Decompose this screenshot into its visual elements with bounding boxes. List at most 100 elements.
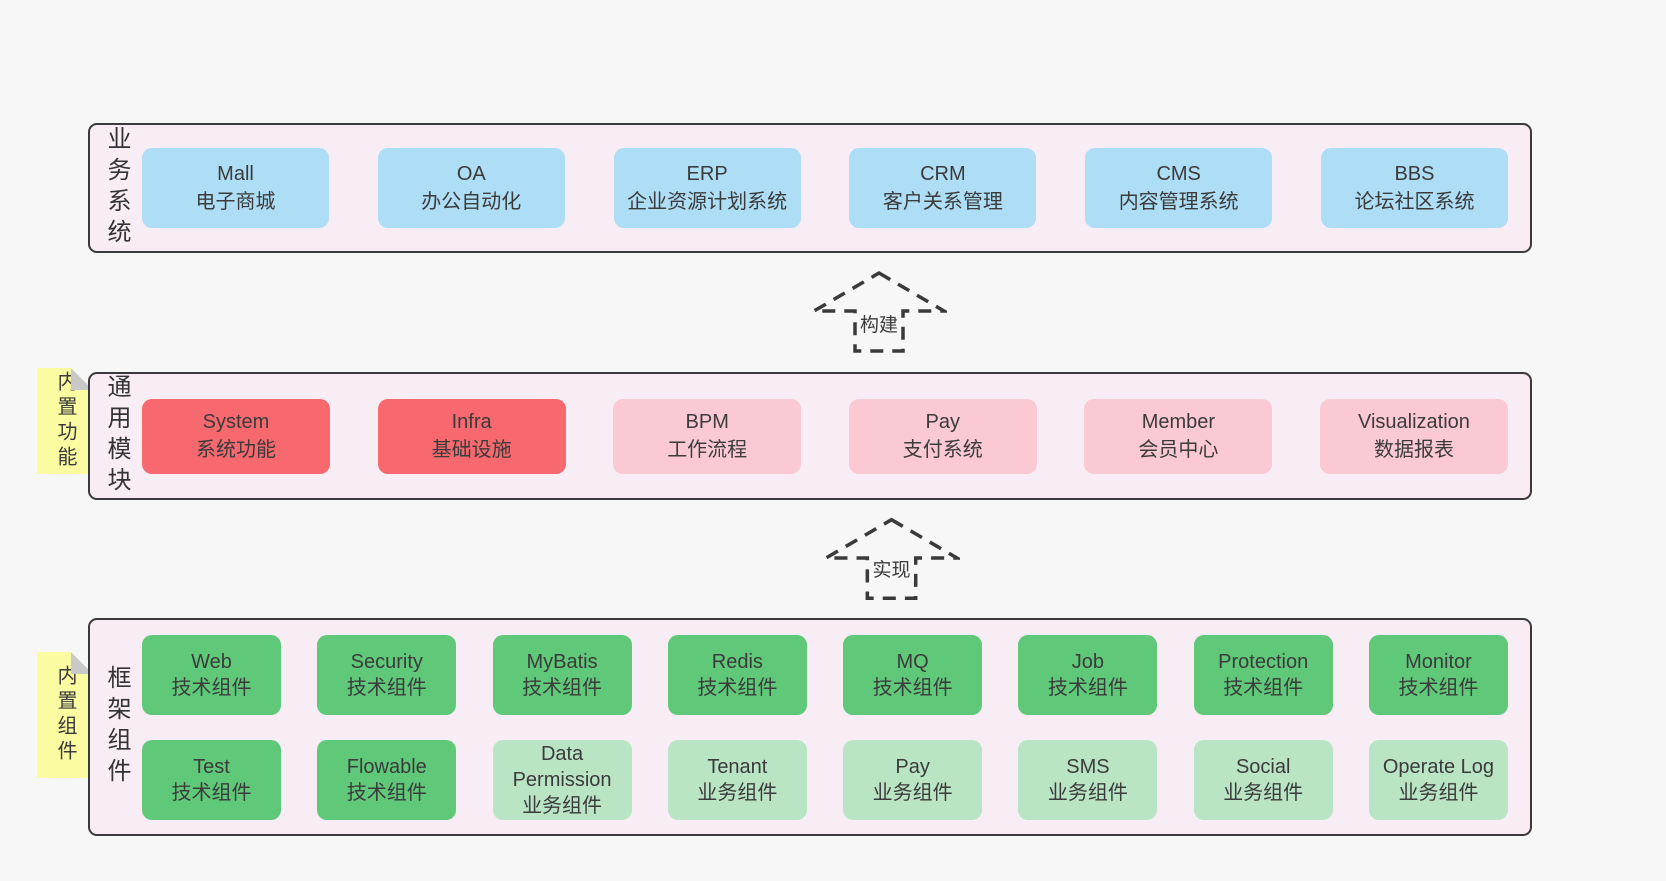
system-box-mall: Mall 电子商城 — [142, 148, 329, 228]
implement-arrow-label: 实现 — [869, 555, 914, 582]
system-box-cms: CMS 内容管理系统 — [1085, 148, 1273, 228]
box-subtitle: 业务组件 — [1223, 781, 1304, 804]
box-title: Member — [1141, 411, 1216, 433]
box-title: Web — [191, 650, 232, 673]
component-box-web: Web 技术组件 — [142, 634, 281, 715]
common-modules-panel: 通用模块 System 系统功能 Infra 基础设施 BPM 工作流程 Pay… — [88, 372, 1532, 500]
box-subtitle: 支付系统 — [902, 439, 983, 461]
components-row-2: Test 技术组件 Flowable 技术组件 Data Permission … — [142, 739, 1508, 820]
box-title: Mall — [217, 163, 254, 185]
box-title: Flowable — [346, 755, 427, 778]
box-subtitle: 内容管理系统 — [1118, 191, 1239, 213]
build-arrow-label: 构建 — [856, 310, 902, 337]
business-systems-body: Mall 电子商城 OA 办公自动化 ERP 企业资源计划系统 CRM 客户关系… — [142, 125, 1530, 251]
box-subtitle: 技术组件 — [522, 676, 603, 699]
builtin-features-note-label: 内置功能 — [54, 371, 76, 471]
box-title: CMS — [1156, 163, 1201, 185]
box-title: Social — [1235, 755, 1291, 778]
box-title: Redis — [711, 650, 763, 673]
box-title: CRM — [920, 163, 966, 185]
component-box-flowable: Flowable 技术组件 — [317, 739, 457, 820]
component-box-pay: Pay 业务组件 — [843, 739, 983, 820]
box-subtitle: 技术组件 — [697, 676, 778, 699]
box-title: Tenant — [707, 755, 768, 778]
box-subtitle: 技术组件 — [1047, 676, 1128, 699]
system-box-bbs: BBS 论坛社区系统 — [1320, 148, 1508, 228]
box-title: BPM — [685, 411, 729, 433]
box-title: Job — [1071, 650, 1105, 673]
box-title: Infra — [451, 411, 492, 433]
box-title: Monitor — [1405, 650, 1472, 673]
component-box-test: Test 技术组件 — [142, 739, 281, 820]
box-title: Protection — [1218, 650, 1309, 673]
box-title: Security — [350, 650, 423, 673]
box-subtitle: 办公自动化 — [421, 191, 522, 213]
common-modules-label: 通用模块 — [103, 374, 130, 498]
box-subtitle: 技术组件 — [171, 676, 252, 699]
box-subtitle: 电子商城 — [195, 191, 276, 213]
component-box-monitor: Monitor 技术组件 — [1368, 634, 1508, 715]
component-box-job: Job 技术组件 — [1018, 634, 1158, 715]
build-arrow: 构建 — [811, 270, 947, 354]
box-subtitle: 客户关系管理 — [882, 191, 1003, 213]
builtin-features-note: 内置功能 — [37, 368, 93, 474]
builtin-components-note: 内置组件 — [37, 652, 93, 778]
component-box-redis: Redis 技术组件 — [667, 634, 807, 715]
box-subtitle: 业务组件 — [1047, 781, 1128, 804]
box-title: Pay — [895, 755, 930, 778]
box-subtitle: 业务组件 — [872, 781, 953, 804]
box-subtitle: 技术组件 — [346, 676, 427, 699]
box-title: Visualization — [1358, 411, 1470, 433]
box-title: MyBatis — [526, 650, 598, 673]
box-title: ERP — [686, 163, 728, 185]
component-box-sms: SMS 业务组件 — [1018, 739, 1158, 820]
module-box-infra: Infra 基础设施 — [377, 398, 566, 474]
framework-components-panel: 框架组件 Web 技术组件 Security 技术组件 MyBatis 技术组件… — [88, 618, 1532, 836]
box-subtitle: 论坛社区系统 — [1354, 191, 1475, 213]
component-box-security: Security 技术组件 — [317, 634, 457, 715]
business-systems-panel: 业务系统 Mall 电子商城 OA 办公自动化 ERP 企业资源计划系统 CRM… — [88, 123, 1532, 253]
component-box-mybatis: MyBatis 技术组件 — [492, 634, 632, 715]
system-box-crm: CRM 客户关系管理 — [849, 148, 1037, 228]
box-title: MQ — [896, 650, 929, 673]
box-title: SMS — [1066, 755, 1110, 778]
component-box-tenant: Tenant 业务组件 — [667, 739, 807, 820]
box-subtitle: 技术组件 — [346, 781, 427, 804]
module-box-bpm: BPM 工作流程 — [613, 398, 802, 474]
system-box-erp: ERP 企业资源计划系统 — [613, 148, 801, 228]
business-systems-label: 业务系统 — [103, 126, 130, 250]
component-box-operate-log: Operate Log 业务组件 — [1368, 739, 1508, 820]
box-title: BBS — [1394, 163, 1435, 185]
component-box-protection: Protection 技术组件 — [1193, 634, 1333, 715]
box-subtitle: 企业资源计划系统 — [627, 191, 788, 213]
box-subtitle: 业务组件 — [522, 794, 603, 817]
box-title: Operate Log — [1382, 755, 1495, 778]
module-box-visualization: Visualization 数据报表 — [1319, 398, 1508, 474]
box-subtitle: 业务组件 — [1398, 781, 1479, 804]
components-row-1: Web 技术组件 Security 技术组件 MyBatis 技术组件 Redi… — [142, 634, 1508, 715]
component-box-data-permission: Data Permission 业务组件 — [492, 739, 632, 820]
component-box-mq: MQ 技术组件 — [843, 634, 983, 715]
box-subtitle: 业务组件 — [697, 781, 778, 804]
box-subtitle: 技术组件 — [872, 676, 953, 699]
box-title: System — [202, 411, 270, 433]
box-subtitle: 会员中心 — [1138, 439, 1219, 461]
box-subtitle: 数据报表 — [1373, 439, 1454, 461]
box-subtitle: 技术组件 — [1398, 676, 1479, 699]
box-title: Data Permission — [512, 742, 612, 791]
builtin-components-note-label: 内置组件 — [54, 665, 76, 765]
framework-components-label: 框架组件 — [103, 665, 130, 789]
box-subtitle: 技术组件 — [1223, 676, 1304, 699]
implement-arrow: 实现 — [823, 515, 960, 603]
framework-components-body: Web 技术组件 Security 技术组件 MyBatis 技术组件 Redi… — [142, 620, 1530, 834]
system-box-oa: OA 办公自动化 — [377, 148, 565, 228]
module-box-member: Member 会员中心 — [1084, 398, 1273, 474]
common-modules-body: System 系统功能 Infra 基础设施 BPM 工作流程 Pay 支付系统… — [142, 374, 1530, 498]
box-subtitle: 技术组件 — [171, 781, 252, 804]
component-box-social: Social 业务组件 — [1193, 739, 1333, 820]
box-subtitle: 基础设施 — [431, 439, 512, 461]
box-subtitle: 工作流程 — [667, 439, 748, 461]
box-title: Pay — [925, 411, 961, 433]
box-title: OA — [456, 163, 486, 185]
